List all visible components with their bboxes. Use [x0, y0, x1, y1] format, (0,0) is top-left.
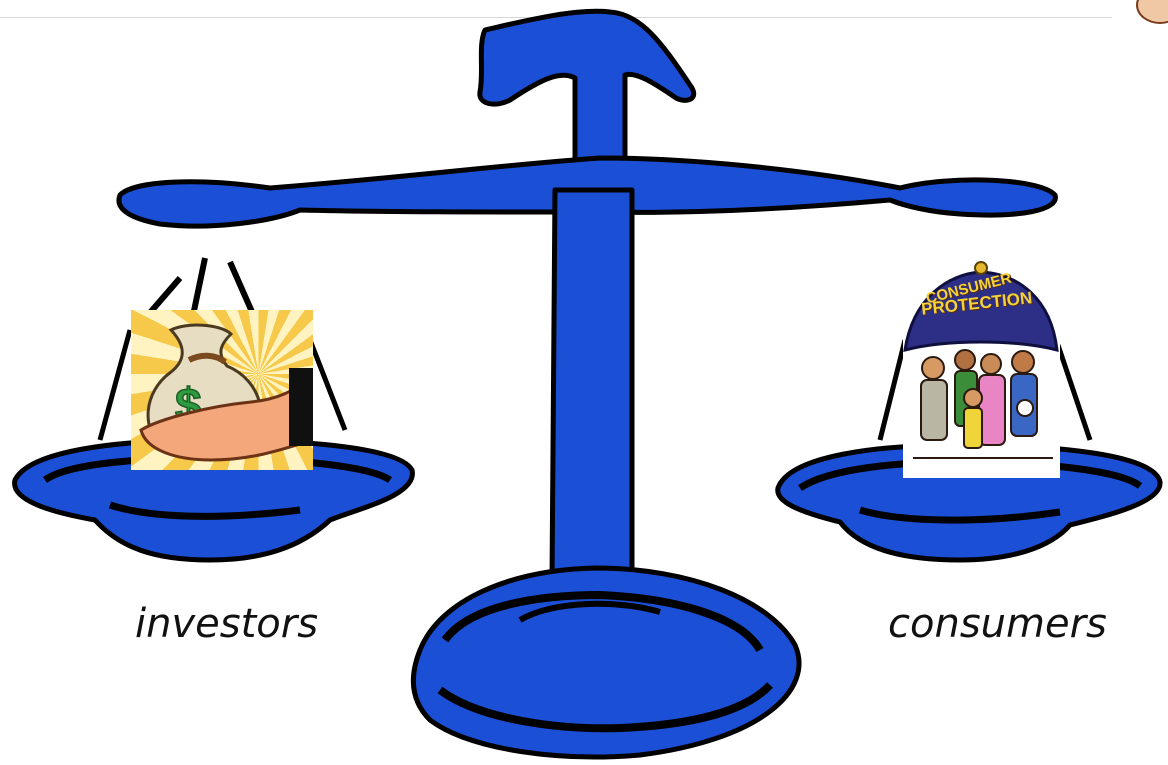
consumer-protection-umbrella-icon: CONSUMER PROTECTION: [903, 258, 1060, 478]
scale-top: [477, 8, 697, 163]
label-investors: investors: [135, 601, 319, 647]
label-consumers: consumers: [888, 601, 1107, 647]
scale-column: [549, 187, 635, 583]
money-bag-hand-icon: $: [131, 310, 313, 470]
